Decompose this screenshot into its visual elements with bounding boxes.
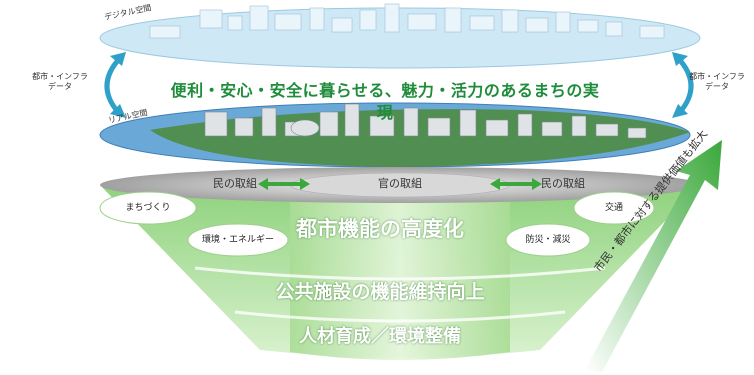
right-data-label: 都市・インフラ データ bbox=[689, 72, 745, 91]
government-cylinder bbox=[290, 180, 510, 360]
layer-public-facility: 公共施設の機能維持向上 bbox=[275, 281, 485, 303]
band-divider-2 bbox=[234, 310, 566, 323]
left-data-label: 都市・インフラ データ bbox=[32, 72, 88, 91]
pill-machizukuri-label: まちづくり bbox=[125, 203, 171, 213]
left-sync-arrow bbox=[104, 56, 122, 114]
pill-environment bbox=[187, 223, 289, 257]
vision-banner: 便利・安心・安全に暮らせる、魅力・活力のあるまちの実現 bbox=[170, 81, 600, 122]
value-arrow bbox=[585, 140, 722, 372]
pill-disaster bbox=[505, 223, 591, 257]
pill-transport bbox=[573, 191, 655, 225]
pill-machizukuri bbox=[99, 191, 197, 225]
private-initiatives-left: 民の取組 bbox=[213, 177, 257, 190]
pill-disaster-label: 防災・減災 bbox=[525, 235, 571, 245]
pill-transport-label: 交通 bbox=[604, 203, 623, 213]
pill-environment-label: 環境・エネルギー bbox=[201, 235, 274, 245]
right-sync-arrow bbox=[676, 56, 694, 114]
layer-urban-function: 都市機能の高度化 bbox=[296, 217, 464, 241]
left-double-arrow bbox=[258, 178, 310, 190]
digital-buildings bbox=[149, 3, 665, 39]
private-initiatives-right: 民の取組 bbox=[541, 177, 585, 190]
band-divider-1 bbox=[194, 266, 606, 281]
government-initiatives: 官の取組 bbox=[378, 177, 422, 190]
layer-human-resources: 人材育成／環境整備 bbox=[299, 326, 461, 347]
real-buildings bbox=[204, 103, 647, 139]
right-double-arrow bbox=[490, 178, 542, 190]
digital-space-disc bbox=[99, 7, 701, 69]
